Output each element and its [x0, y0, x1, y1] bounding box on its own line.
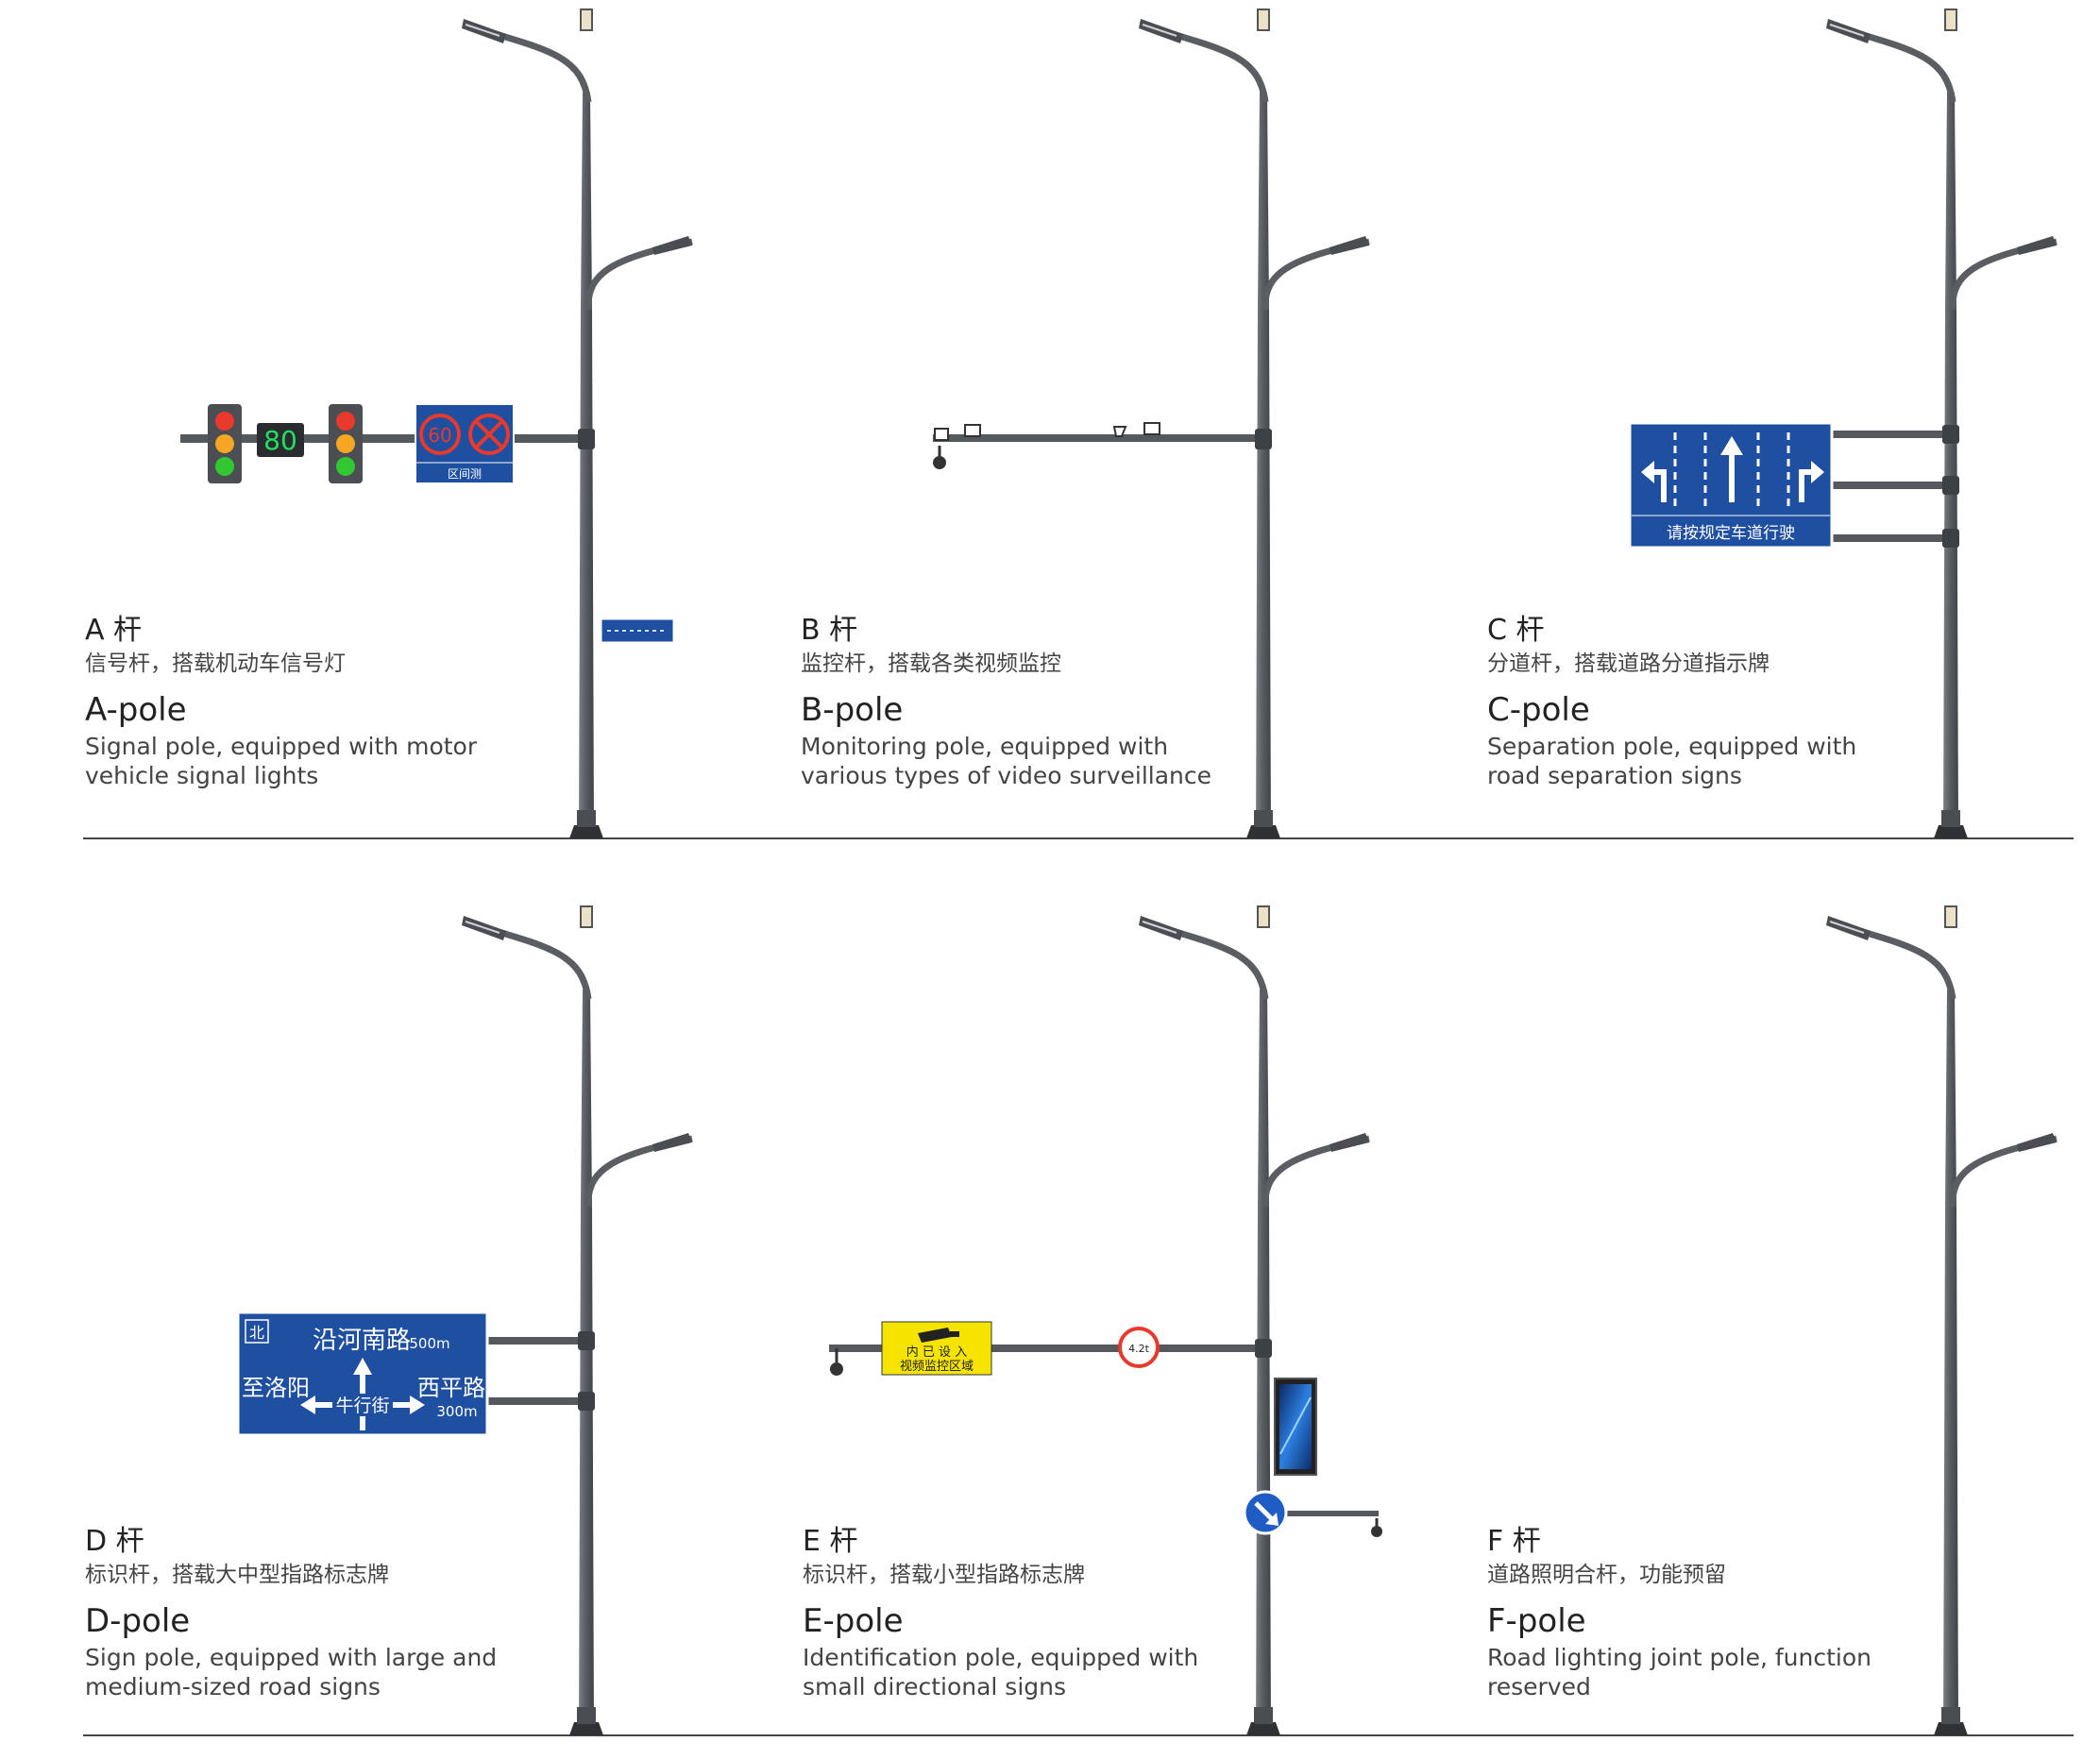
panel-c-desc-line1: Separation pole, equipped with	[1487, 733, 1857, 761]
guide-sign: 北 沿河南路 500m 至洛阳 西平路 300m 牛行街	[236, 1311, 489, 1437]
speed-sign: 60 区间测	[415, 403, 515, 484]
guide-sign-right: 西平路	[417, 1375, 485, 1401]
panel-c-desc: Separation pole, equipped with road sepa…	[1487, 733, 1856, 790]
surveillance-cameras	[933, 422, 1160, 469]
lane-sign-caption: 请按规定车道行驶	[1667, 524, 1795, 543]
countdown-display: 80	[257, 423, 304, 457]
guide-sign-road-top-dist: 500m	[409, 1335, 449, 1352]
camera-sign-top: 内 已 设 入	[906, 1345, 967, 1360]
panel-d-label: D 杆 标识杆，搭载大中型指路标志牌 D-pole Sign pole, equ…	[85, 1525, 497, 1701]
panel-a-desc: Signal pole, equipped with motor vehicle…	[85, 733, 477, 790]
panel-e-desc: Identification pole, equipped with small…	[803, 1644, 1198, 1701]
panel-b-desc: Monitoring pole, equipped with various t…	[801, 733, 1211, 790]
panel-a-title: A-pole	[85, 690, 187, 729]
guide-sign-left: 至洛阳	[242, 1375, 310, 1401]
panel-d-desc: Sign pole, equipped with large and mediu…	[85, 1644, 497, 1701]
panel-e-cn: 标识杆，搭载小型指路标志牌	[803, 1563, 1085, 1587]
panel-a-label: A 杆 信号杆，搭载机动车信号灯 A-pole Signal pole, equ…	[85, 614, 477, 790]
panel-a-cn: 信号杆，搭载机动车信号灯	[85, 651, 346, 676]
camera-warning-sign: 内 已 设 入 视频监控区域	[881, 1321, 992, 1376]
traffic-light-left	[208, 404, 242, 483]
panel-b-title: B-pole	[801, 690, 904, 729]
guide-sign-road-top: 沿河南路	[313, 1327, 411, 1355]
panel-c-desc-line2: road separation signs	[1487, 761, 1742, 789]
panel-d-cn: 标识杆，搭载大中型指路标志牌	[85, 1563, 389, 1587]
panel-f-title: F-pole	[1487, 1601, 1586, 1640]
speed-limit-value: 60	[428, 424, 451, 447]
camera-sign-bottom: 视频监控区域	[900, 1360, 974, 1374]
pole-e	[829, 906, 1379, 1735]
panel-f-label: F 杆 道路照明合杆，功能预留 F-pole Road lighting joi…	[1487, 1525, 1871, 1701]
panel-d-desc-line1: Sign pole, equipped with large and	[85, 1644, 498, 1672]
panel-f-code: F 杆	[1487, 1525, 1541, 1558]
guide-sign-north: 北	[249, 1324, 264, 1342]
panel-c-label: C 杆 分道杆，搭载道路分道指示牌 C-pole Separation pole…	[1487, 614, 1856, 790]
speed-sign-caption: 区间测	[448, 467, 482, 481]
panel-b-code: B 杆	[801, 614, 858, 647]
panel-e-label: E 杆 标识杆，搭载小型指路标志牌 E-pole Identification …	[803, 1525, 1198, 1701]
panel-d-title: D-pole	[85, 1601, 191, 1640]
countdown-value: 80	[263, 425, 297, 456]
panel-a-code: A 杆	[85, 614, 143, 647]
traffic-light-right	[329, 404, 363, 483]
pole-a	[180, 9, 692, 838]
panel-b-cn: 监控杆，搭载各类视频监控	[801, 651, 1061, 676]
panel-e-desc-line1: Identification pole, equipped with	[803, 1644, 1199, 1672]
panel-c-title: C-pole	[1487, 690, 1590, 729]
panel-e-title: E-pole	[803, 1601, 904, 1640]
small-camera-e	[830, 1348, 1382, 1537]
direction-arrow-sign	[1243, 1490, 1288, 1535]
panel-a-desc-line1: Signal pole, equipped with motor	[85, 733, 478, 761]
panel-f-desc: Road lighting joint pole, function reser…	[1487, 1644, 1871, 1701]
weight-limit-value: 4.2t	[1128, 1343, 1149, 1355]
led-screen	[1274, 1378, 1317, 1476]
panel-c-cn: 分道杆，搭载道路分道指示牌	[1487, 651, 1770, 676]
lane-sign: 请按规定车道行驶	[1628, 421, 1834, 550]
guide-sign-center: 牛行街	[335, 1395, 389, 1416]
pole-d	[462, 906, 692, 1735]
panel-c-code: C 杆	[1487, 614, 1545, 647]
panel-a-desc-line2: vehicle signal lights	[85, 761, 319, 789]
panel-e-code: E 杆	[803, 1525, 858, 1558]
pole-b	[933, 9, 1369, 838]
panel-b-label: B 杆 监控杆，搭载各类视频监控 B-pole Monitoring pole,…	[801, 614, 1211, 790]
panel-d-desc-line2: medium-sized road signs	[85, 1672, 381, 1700]
panel-d-code: D 杆	[85, 1525, 144, 1558]
guide-sign-right-dist: 300m	[436, 1403, 477, 1420]
panel-f-cn: 道路照明合杆，功能预留	[1487, 1563, 1726, 1587]
panel-e-desc-line2: small directional signs	[803, 1672, 1067, 1700]
weight-limit-sign: 4.2t	[1118, 1327, 1160, 1368]
panel-b-desc-line2: various types of video surveillance	[801, 761, 1211, 789]
pole-c	[1826, 9, 2057, 838]
panel-b-desc-line1: Monitoring pole, equipped with	[801, 733, 1169, 761]
panel-f-desc-line2: reserved	[1487, 1672, 1591, 1700]
panel-f-desc-line1: Road lighting joint pole, function	[1487, 1644, 1871, 1672]
